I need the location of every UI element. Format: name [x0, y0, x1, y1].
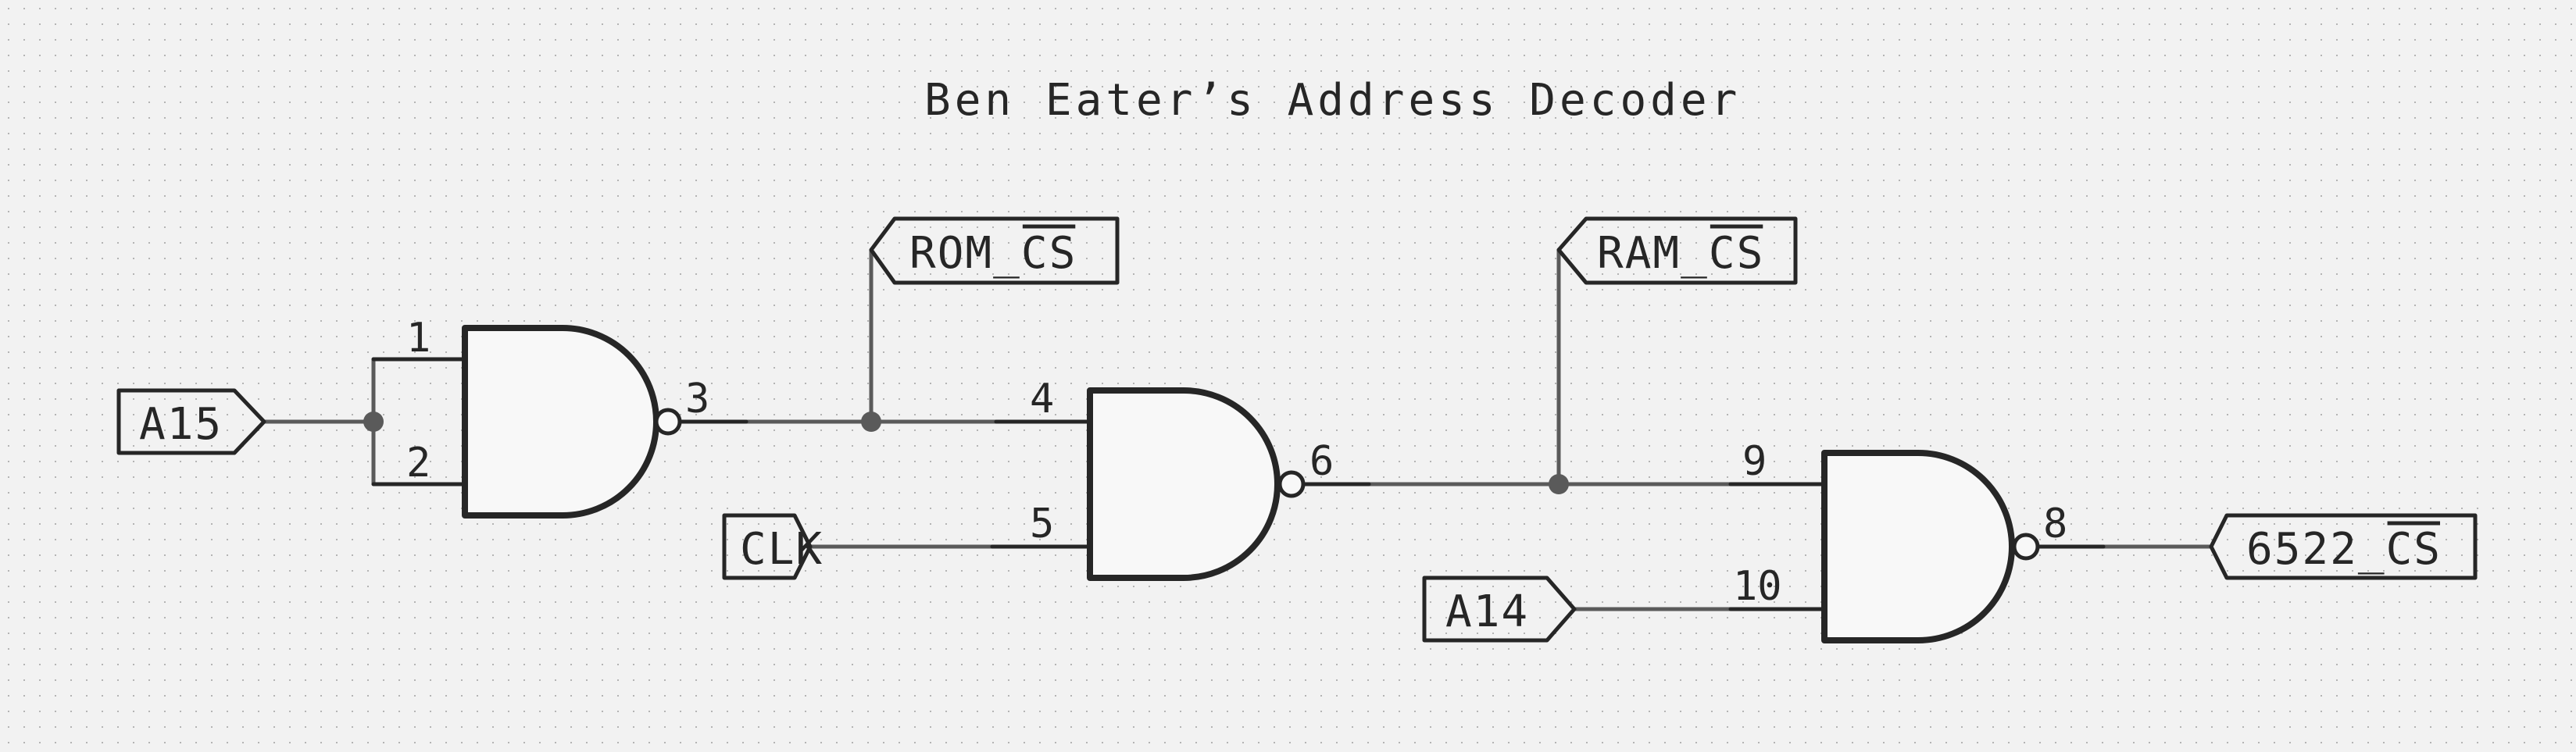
net-label-active-low: CS	[1021, 228, 1077, 279]
output-port-shape	[2209, 513, 2478, 580]
net-label-text: A15	[139, 399, 223, 450]
net-label-a15[interactable]: A15	[116, 388, 266, 455]
net-label-active-low: CS	[2386, 524, 2442, 575]
nand-gate-u1c[interactable]: 9 10 8	[1728, 438, 2106, 643]
net-label-active-low: CS	[1709, 228, 1764, 279]
input-port-shape	[116, 388, 266, 455]
net-label-rom-cs[interactable]: ROM_CS	[869, 216, 1120, 285]
pin-number: 5	[1030, 501, 1054, 547]
inversion-bubble	[654, 408, 682, 436]
inversion-bubble	[2012, 533, 2040, 561]
junction-rom-cs	[861, 412, 881, 432]
gate-body	[1821, 450, 2015, 643]
output-port-shape	[1556, 216, 1798, 285]
net-label-6522-cs[interactable]: 6522_CS	[2209, 513, 2478, 580]
pin-number: 3	[685, 376, 709, 422]
inversion-bubble	[1277, 470, 1306, 498]
pin-number: 2	[406, 440, 431, 486]
junction-a15	[363, 412, 384, 432]
net-label-prefix: 6522_	[2246, 524, 2386, 575]
net-label-text: A14	[1445, 586, 1529, 637]
junctions	[363, 412, 1569, 494]
net-label-text: RAM_CS	[1597, 228, 1764, 279]
pin-number: 6	[1309, 438, 1334, 485]
net-label-text: ROM_CS	[909, 228, 1077, 279]
pin-number: 8	[2043, 501, 2067, 547]
pin-number: 9	[1742, 438, 1767, 485]
net-label-text: CLK	[740, 524, 824, 575]
gate-body	[462, 325, 659, 519]
net-label-clk[interactable]: CLK	[722, 513, 824, 580]
schematic-title: Ben Eater’s Address Decoder	[924, 75, 1741, 126]
pin-number: 10	[1733, 563, 1782, 610]
net-label-text: 6522_CS	[2246, 524, 2442, 575]
junction-ram-cs	[1549, 474, 1569, 494]
net-label-prefix: RAM_	[1597, 228, 1709, 279]
nand-gate-u1a[interactable]: 1 2 3	[371, 315, 749, 519]
input-port-shape	[1422, 576, 1577, 643]
net-label-prefix: ROM_	[909, 228, 1021, 279]
gate-body	[1087, 387, 1281, 581]
pin-number: 4	[1030, 376, 1054, 422]
input-port-shape	[722, 513, 813, 580]
net-label-a14[interactable]: A14	[1422, 576, 1577, 643]
net-label-ram-cs[interactable]: RAM_CS	[1556, 216, 1798, 285]
output-port-shape	[869, 216, 1120, 285]
pin-number: 1	[406, 315, 431, 362]
nand-gate-u1b[interactable]: 4 5 6	[990, 376, 1371, 581]
